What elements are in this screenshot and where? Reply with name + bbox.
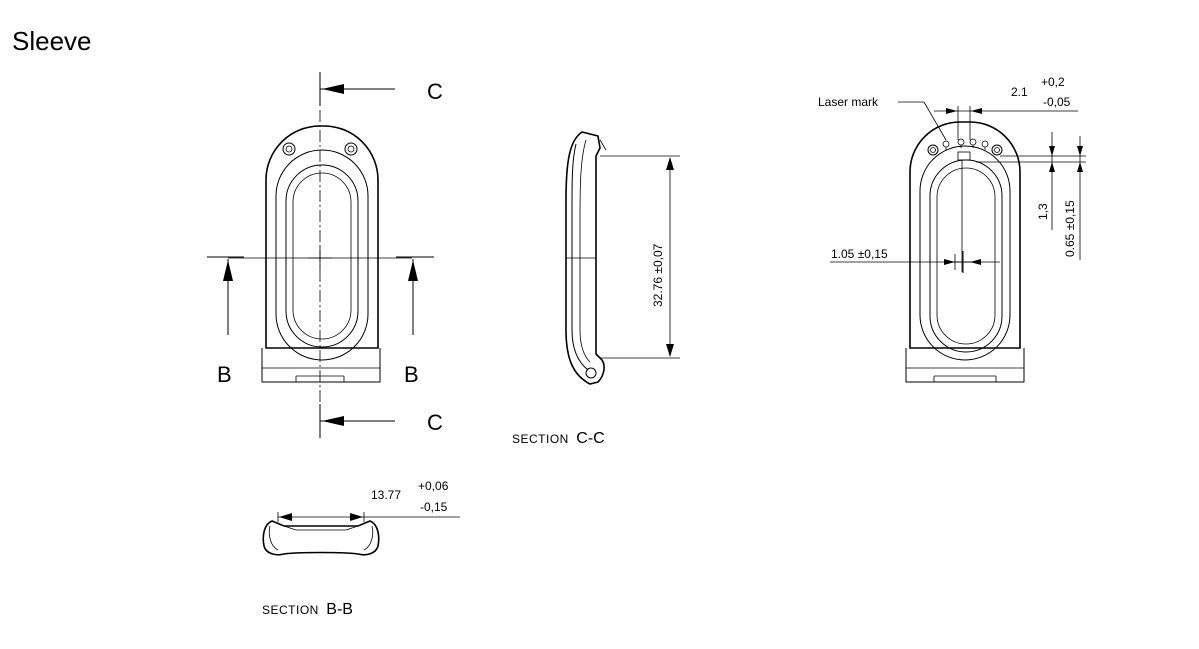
- section-cc-caption: SECTION C-C: [512, 430, 605, 447]
- front-window-inner: [292, 172, 352, 340]
- detail-top-tol-lower: -0,05: [1043, 95, 1071, 109]
- section-bb-width-dim: 13.77: [371, 488, 401, 502]
- detail-offset-dim: 1.05 ±0,15: [831, 247, 888, 261]
- detail-top-dim: 2.1: [1011, 85, 1028, 99]
- section-cc-profile-inner: [571, 143, 589, 371]
- section-cc-profile-outer: [565, 131, 605, 385]
- front-outer-outline: [265, 125, 379, 349]
- section-cc-view: 32.76 ±0,07 SECTION C-C: [512, 131, 680, 447]
- detail-vertical-dim-1: 1,3: [1036, 203, 1050, 220]
- section-bb-caption: SECTION B-B: [262, 601, 353, 618]
- section-b-label-left: B: [217, 362, 232, 387]
- section-cc-height-dim: 32.76 ±0,07: [651, 243, 665, 307]
- section-bb-profile: [262, 520, 380, 556]
- laser-mark-label: Laser mark: [818, 95, 879, 109]
- section-c-label-bottom: C: [427, 410, 443, 435]
- detail-view: Laser mark 2.1 +0,2 -0,05 1,3 0.65 ±0,15…: [818, 75, 1086, 383]
- front-inner-frame: [275, 149, 369, 361]
- drawing-title: Sleeve: [12, 26, 92, 56]
- front-bottom-foot: [261, 348, 381, 383]
- front-view: C C B B: [207, 72, 443, 438]
- detail-top-tol-upper: +0,2: [1041, 75, 1065, 89]
- detail-vertical-dim-2: 0.65 ±0,15: [1063, 200, 1077, 257]
- front-window-outer: [285, 164, 359, 348]
- section-b-label-right: B: [404, 362, 419, 387]
- section-bb-width-tol-upper: +0,06: [418, 479, 449, 493]
- section-bb-view: 13.77 +0,06 -0,15 SECTION B-B: [262, 479, 460, 618]
- section-c-label-top: C: [427, 79, 443, 104]
- section-bb-width-tol-lower: -0,15: [420, 500, 448, 514]
- detail-bottom-foot: [905, 348, 1025, 383]
- laser-mark-symbols: [942, 138, 989, 150]
